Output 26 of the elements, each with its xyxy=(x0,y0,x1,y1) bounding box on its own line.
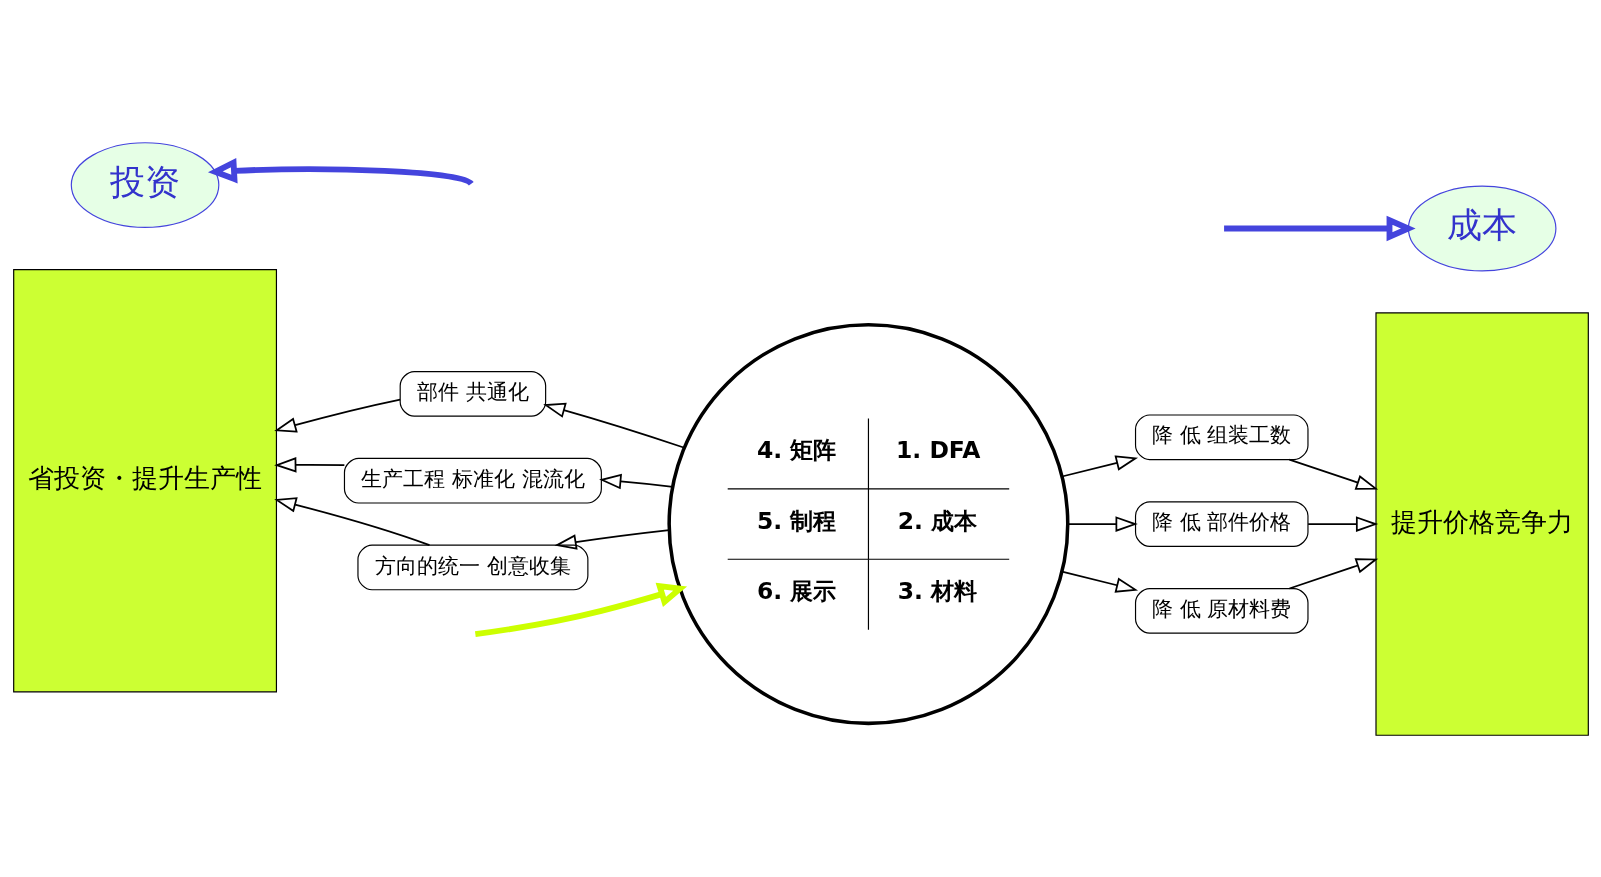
arrow xyxy=(273,398,401,433)
node-box: 部件 共通化 xyxy=(399,370,546,417)
node-box: 生产工程 标准化 混流化 xyxy=(343,457,602,504)
node-ellipse: 投资 xyxy=(70,141,219,228)
node-circle: 4. 矩阵 1. DFA 5. 制程 2. 成本 6. 展示 3. 材料 xyxy=(666,322,1069,725)
arrow xyxy=(553,528,670,550)
node-ellipse: 成本 xyxy=(1407,185,1556,271)
arrow xyxy=(1060,454,1138,477)
node-box: 提升价格竞争力 xyxy=(1374,311,1589,736)
node-box: 降 低 组装工数 xyxy=(1134,413,1309,460)
arrow xyxy=(474,582,687,637)
node-box: 省投资・提升生产性 xyxy=(12,268,277,692)
arrow xyxy=(273,496,430,546)
arrow xyxy=(207,157,473,186)
arrow xyxy=(1223,215,1416,241)
arrow xyxy=(1288,557,1378,589)
arrow xyxy=(1060,570,1138,593)
arrow xyxy=(1066,515,1138,532)
arrow xyxy=(273,456,345,473)
node-box: 方向的统一 创意收集 xyxy=(356,544,588,590)
arrow xyxy=(542,402,685,449)
arrow xyxy=(598,473,674,489)
node-box: 降 低 部件价格 xyxy=(1134,500,1309,547)
arrow xyxy=(1306,515,1378,532)
arrow xyxy=(1288,458,1378,490)
node-box: 降 低 原材料费 xyxy=(1134,587,1309,634)
